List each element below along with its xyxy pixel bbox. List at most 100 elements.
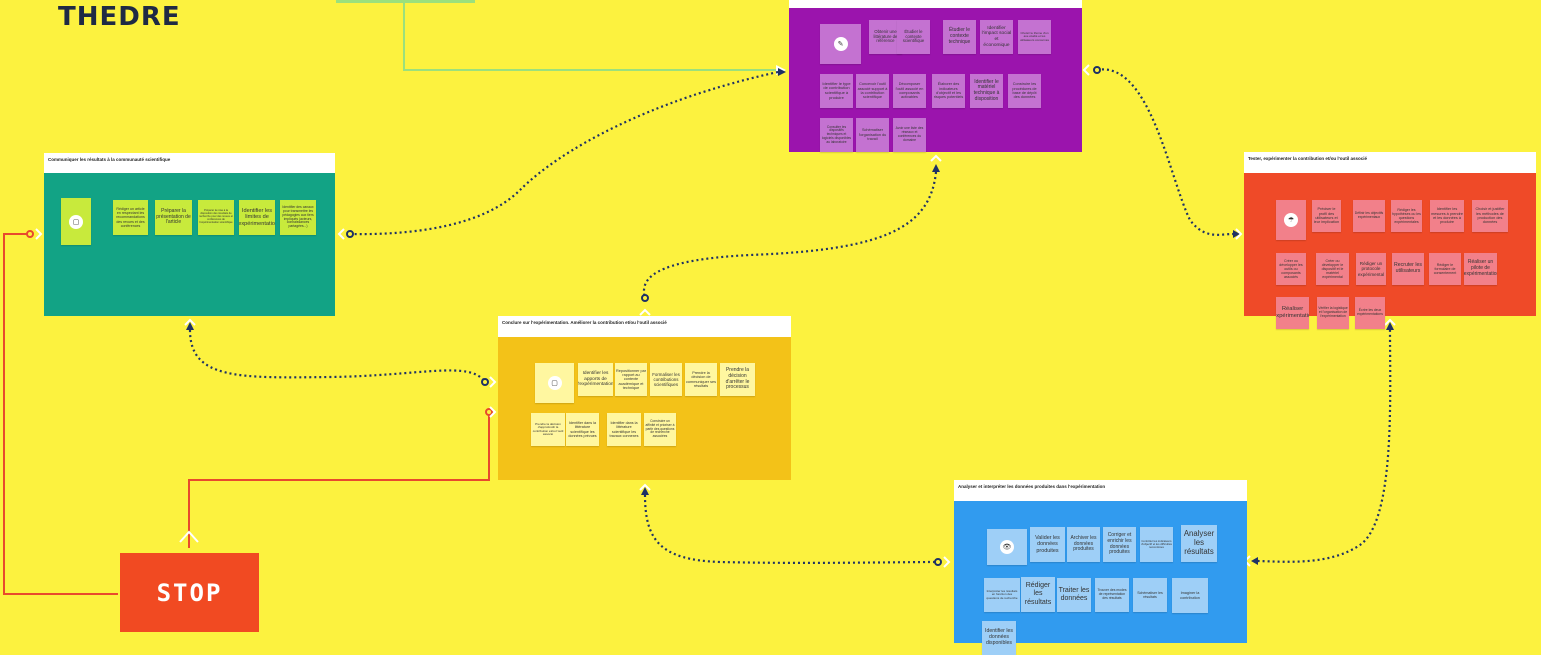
sticky-note[interactable]: Analyser les résultats <box>1181 525 1217 562</box>
link-teal-orange <box>188 329 486 383</box>
sticky-note[interactable]: Identifier le matériel technique à dispo… <box>970 74 1003 108</box>
mask-icon: ☂ <box>1284 213 1298 227</box>
sticky-note[interactable]: Schématiser les résultats <box>1133 578 1167 612</box>
sticky-note[interactable]: Identifier l'impact social et économique <box>980 20 1013 54</box>
link-orange-blue <box>643 494 939 564</box>
board-orange-title: Conclure sur l'expérimentation. Améliore… <box>498 316 791 337</box>
sticky-note[interactable]: Identifier dans la littérature scientifi… <box>566 413 599 446</box>
sticky-note[interactable]: Corriger et enrichir les données produit… <box>1103 527 1136 562</box>
sticky-note[interactable]: Formaliser les contributions scientifiqu… <box>650 363 682 396</box>
board-orange-icon-tile: ▢ <box>535 363 574 403</box>
stop-box: STOP <box>120 553 259 632</box>
arrowhead <box>1386 322 1394 330</box>
board-port <box>179 530 199 543</box>
board-blue-icon-tile: 👁 <box>987 529 1027 565</box>
sticky-note[interactable]: Prendre la décision de communiquer ses r… <box>685 363 717 396</box>
board-teal-icon-tile: ▢ <box>61 198 91 245</box>
sticky-note[interactable]: Décomposer l'outil associé en composants… <box>893 74 926 108</box>
board-purple-title <box>789 0 1082 8</box>
arrowhead <box>641 487 649 495</box>
sticky-note[interactable]: Identifier les mesures à prendre et les … <box>1430 200 1464 232</box>
sticky-note[interactable]: Recruter les utilisateurs <box>1392 253 1424 285</box>
board-port <box>1082 64 1090 76</box>
sticky-note[interactable]: Consulter les dispositifs techniques et … <box>820 118 853 152</box>
sticky-note[interactable]: Construire les procédures de base de dép… <box>1008 74 1041 108</box>
sticky-note[interactable]: Réaliser un pilote de l'expérimentation <box>1464 253 1497 285</box>
link-purple-teal <box>349 70 779 236</box>
board-port <box>639 483 651 491</box>
link-purple-red <box>1096 68 1234 236</box>
sticky-note[interactable]: Préparer la présentation de l'article <box>155 200 192 235</box>
sticky-note[interactable]: Identifier les apports de l'expérimentat… <box>578 363 613 396</box>
sticky-note[interactable]: Archiver les données produites <box>1067 527 1100 562</box>
board-port <box>1235 228 1243 240</box>
sticky-note[interactable]: Prendre la décision d'approfondir la con… <box>531 413 565 446</box>
board-red-icon-tile: ☂ <box>1276 200 1306 240</box>
sticky-note[interactable]: Repositionner par rapport au contexte ac… <box>615 363 647 396</box>
sticky-note[interactable]: Identifier les limites de l'expérimentat… <box>239 200 275 235</box>
endpoint-dot <box>481 378 489 386</box>
sticky-note[interactable]: Rédiger le formulaire de consentement <box>1429 253 1461 285</box>
arrowhead <box>186 322 194 330</box>
sticky-note[interactable]: Identifier le type de contribution scien… <box>820 74 853 108</box>
sticky-note[interactable]: Étudier le contexte scientifique <box>897 20 930 54</box>
red-connector-orange-stop <box>188 412 490 548</box>
sticky-note[interactable]: Concevoir l'outil associé support à la c… <box>856 74 889 108</box>
sticky-note[interactable]: Identifier dans la littérature scientifi… <box>607 413 641 446</box>
board-blue[interactable]: Analyser et interpréter les données prod… <box>954 480 1247 655</box>
sticky-note[interactable]: Traiter les données <box>1057 578 1091 612</box>
sticky-note[interactable]: Prendre la décision d'arrêter le process… <box>720 363 755 396</box>
sticky-note[interactable]: Élaborer des indicateurs d'objectif et l… <box>932 74 965 108</box>
sticky-note[interactable]: Créer ou développer le dispositif et le … <box>1316 253 1349 285</box>
pencil-icon: ✎ <box>833 37 848 51</box>
sticky-note[interactable]: Obtenir une littérature de référence <box>869 20 902 54</box>
sticky-note[interactable]: Construire un affinité et prioriser à pa… <box>644 413 676 446</box>
sticky-note[interactable]: Préparer la mise à la disposition des ré… <box>198 200 234 235</box>
sticky-note[interactable]: Rédiger les résultats <box>1021 577 1055 612</box>
sticky-note[interactable]: Imaginer la contribution <box>1172 578 1208 613</box>
sticky-note[interactable]: Contrôler les indicateurs d'objectif et … <box>1140 527 1173 562</box>
sticky-note[interactable]: Interpréter les résultats en fonction de… <box>984 578 1020 612</box>
sticky-note[interactable]: Identifier les données disponibles <box>982 621 1016 655</box>
sticky-note[interactable]: Créer ou développer les outils ou compos… <box>1276 253 1306 285</box>
sticky-note[interactable]: Schématiser l'organisation du travail <box>856 118 889 152</box>
sticky-note[interactable]: Écrire les deux expérimentations <box>1355 297 1385 329</box>
board-blue-title: Analyser et interpréter les données prod… <box>954 480 1247 501</box>
board-teal[interactable]: Communiquer les résultats à la communaut… <box>44 153 335 316</box>
sticky-note[interactable]: Rédiger un article en respectant les rec… <box>113 200 148 235</box>
sticky-note[interactable]: Définir les objectifs expérimentaux <box>1353 200 1385 232</box>
sticky-note[interactable]: Avoir une liste des réseaux et conférenc… <box>893 118 926 152</box>
board-port <box>489 406 497 418</box>
red-connector-teal-stop <box>3 233 118 595</box>
sticky-note[interactable]: Valider les données produites <box>1030 527 1065 562</box>
sticky-note[interactable]: Rédiger un protocole expérimental <box>1356 253 1386 285</box>
board-port <box>943 556 951 568</box>
arrowhead <box>1251 557 1258 565</box>
green-connector <box>403 2 776 71</box>
board-port <box>184 318 196 326</box>
link-purple-orange <box>642 171 938 299</box>
link-red-blue <box>1257 329 1392 563</box>
sticky-note[interactable]: Réaliser l'expérimentation <box>1276 297 1309 329</box>
board-orange[interactable]: Conclure sur l'expérimentation. Améliore… <box>498 316 791 480</box>
sticky-note[interactable]: Préciser le profil des utilisateurs et l… <box>1312 200 1341 232</box>
endpoint-dot <box>934 558 942 566</box>
sticky-note[interactable]: Rédiger les hypothèses ou les questions … <box>1391 200 1422 232</box>
endpoint-dot-red <box>485 408 493 416</box>
sticky-note[interactable]: Trouver des modes de représentation des … <box>1095 578 1129 612</box>
sticky-note[interactable]: Vérifier la logistique et l'organisation… <box>1317 297 1349 329</box>
board-red[interactable]: Tester, expérimenter la contribution et/… <box>1244 152 1536 329</box>
board-red-title: Tester, expérimenter la contribution et/… <box>1244 152 1536 173</box>
endpoint-dot-red <box>26 230 34 238</box>
endpoint-dot <box>346 230 354 238</box>
sticky-note[interactable]: Choisir le thème d'un axe étudié et les … <box>1018 20 1051 54</box>
board-purple-icon-tile: ✎ <box>820 24 861 64</box>
sticky-note[interactable]: Identifier des canaux pour transmettre l… <box>280 200 316 235</box>
brand-title: THEDRE <box>58 2 181 32</box>
board-port <box>930 154 942 162</box>
sticky-note[interactable]: Étudier le contexte technique <box>943 20 976 54</box>
sticky-note[interactable]: Choisir et justifier les méthodes de pro… <box>1472 200 1508 232</box>
